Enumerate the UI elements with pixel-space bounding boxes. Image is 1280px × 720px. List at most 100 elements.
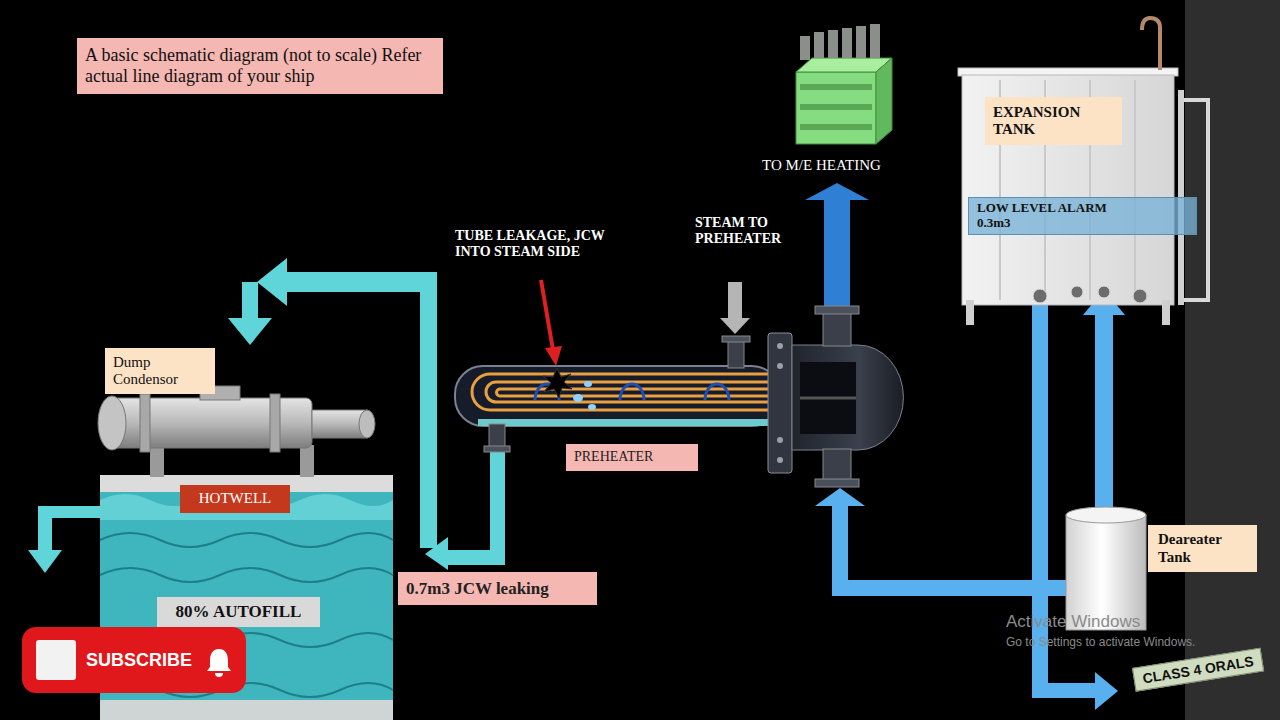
- hotwell-illustration: [100, 533, 393, 547]
- main-engine-illustration: [796, 58, 892, 72]
- main-engine-illustration: [800, 104, 872, 110]
- preheater-illustration: [800, 397, 856, 400]
- main-engine-illustration: [796, 24, 892, 144]
- main-engine-illustration: [828, 30, 838, 58]
- dump-condenser-illustration: [270, 394, 280, 452]
- preheater-illustration: [722, 336, 750, 342]
- label-text: EXPANSION TANK: [993, 104, 1114, 139]
- main-engine-illustration: [856, 26, 866, 58]
- dump-condenser-illustration: [98, 386, 375, 477]
- main-engine-illustration: [842, 28, 852, 58]
- label-text: SUBSCRIBE: [86, 650, 192, 671]
- jacket-water-flow-arrow: [1095, 672, 1118, 710]
- jcw-leak-flow-arrow: [445, 550, 505, 565]
- jacket-water-flow-arrow: [1032, 683, 1096, 698]
- preheater-illustration: [584, 381, 592, 387]
- hotwell-label-box: HOTWELL: [180, 485, 290, 513]
- hotwell-illustration: [100, 568, 393, 582]
- label-text: Deareater Tank: [1158, 531, 1247, 566]
- expansion-tank-illustration: [958, 18, 1208, 325]
- main-engine-illustration: [870, 24, 880, 58]
- expansion-tank-illustration: [1133, 289, 1147, 303]
- preheater-illustration: [768, 333, 792, 473]
- jacket-water-flow-arrow: [1095, 312, 1113, 517]
- leak-pointer-arrow: [541, 280, 562, 366]
- expansion-tank-illustration: [962, 75, 1174, 305]
- preheater-illustration: [705, 384, 729, 400]
- dump-condenser-illustration: [359, 410, 375, 438]
- flow-label: TO M/E HEATING: [762, 157, 881, 174]
- preheater-illustration: [472, 374, 770, 410]
- expansion-tank-illustration: [1162, 300, 1170, 325]
- avatar-square: [36, 640, 76, 680]
- expansion-tank-illustration: [1033, 289, 1047, 303]
- label-text: 80% AUTOFILL: [176, 602, 302, 622]
- watermark-text: Activate Windows: [1006, 612, 1140, 632]
- preheater-illustration: [815, 306, 859, 314]
- preheater-illustration: [823, 449, 851, 481]
- dump-condenser-illustration: [98, 396, 126, 450]
- deaerator-tank-illustration: [1066, 507, 1146, 630]
- deaerator-tank-illustration: [1066, 507, 1146, 523]
- main-engine-illustration: [814, 32, 824, 58]
- expansion-tank-illustration: [1134, 80, 1136, 300]
- expansion-tank-illustration: [1071, 286, 1083, 298]
- preheater-illustration: [489, 424, 505, 448]
- preheater-illustration: [815, 479, 859, 487]
- dump-condenser-illustration: [150, 445, 164, 477]
- label-text: PREHEATER: [574, 449, 653, 465]
- jcw-leak-flow-arrow: [228, 318, 272, 345]
- preheater-illustration: [486, 382, 770, 402]
- condenser-label-box: Dump Condensor: [105, 348, 215, 394]
- heating-water-flow-arrow: [805, 183, 869, 308]
- preheater-illustration: [823, 312, 851, 346]
- jcw-leak-flow-arrow: [490, 448, 505, 565]
- steam-inlet-arrow: [720, 318, 750, 334]
- preheater-illustration: [777, 343, 783, 349]
- jcw-leak-flow-arrow: [285, 272, 437, 292]
- preheater-illustration: [800, 362, 856, 434]
- heating-water-flow-arrow: [805, 183, 869, 200]
- autofill-box: 80% AUTOFILL: [157, 597, 320, 627]
- jcw-leak-flow-arrow: [242, 282, 258, 318]
- hotwell-illustration: [100, 700, 393, 720]
- jacket-water-flow-arrow: [832, 505, 848, 596]
- expansion-tank-illustration: [1098, 286, 1110, 298]
- label-text: A basic schematic diagram (not to scale)…: [85, 45, 435, 86]
- callout-text: TUBE LEAKAGE, JCW INTO STEAM SIDE: [455, 228, 610, 260]
- watermark-text: Go to Settings to activate Windows.: [1006, 636, 1195, 650]
- preheater-illustration: [478, 419, 773, 426]
- alarm-box: LOW LEVEL ALARM 0.3m3: [968, 197, 1197, 235]
- leak-note-box: 0.7m3 JCW leaking: [398, 572, 597, 605]
- jcw-leak-flow-arrow: [257, 258, 287, 306]
- side-panel: [1185, 0, 1280, 720]
- tank-label-box: EXPANSION TANK: [985, 97, 1122, 145]
- main-engine-illustration: [800, 84, 872, 90]
- expansion-tank-illustration: [966, 300, 974, 325]
- jacket-water-flow-arrow: [815, 488, 865, 506]
- main-engine-illustration: [796, 72, 876, 144]
- hotwell-outlet-arrow: [28, 506, 100, 573]
- steam-inlet-arrow: [728, 282, 742, 318]
- subscribe-button: SUBSCRIBE: [22, 627, 246, 693]
- preheater-illustration: [588, 404, 596, 410]
- preheater-label-box: PREHEATER: [566, 444, 698, 471]
- jcw-leak-flow-arrow: [420, 272, 437, 548]
- hotwell-outlet-arrow: [38, 506, 52, 552]
- main-engine-illustration: [876, 58, 892, 144]
- main-engine-illustration: [800, 36, 810, 60]
- hotwell-outlet-arrow: [28, 550, 62, 573]
- note-box: A basic schematic diagram (not to scale)…: [77, 38, 443, 94]
- dump-condenser-illustration: [140, 394, 150, 452]
- bell-icon: [207, 649, 231, 677]
- preheater-illustration: [543, 368, 572, 398]
- preheater-illustration: [792, 345, 903, 450]
- preheater-illustration: [620, 384, 644, 400]
- leak-pointer-arrow: [541, 280, 553, 350]
- preheater-illustration: [777, 363, 783, 369]
- dump-condenser-illustration: [300, 445, 314, 477]
- label-text: HOTWELL: [199, 490, 271, 507]
- preheater-illustration: [728, 340, 744, 368]
- preheater-illustration: [455, 366, 780, 426]
- preheater-illustration: [484, 446, 510, 452]
